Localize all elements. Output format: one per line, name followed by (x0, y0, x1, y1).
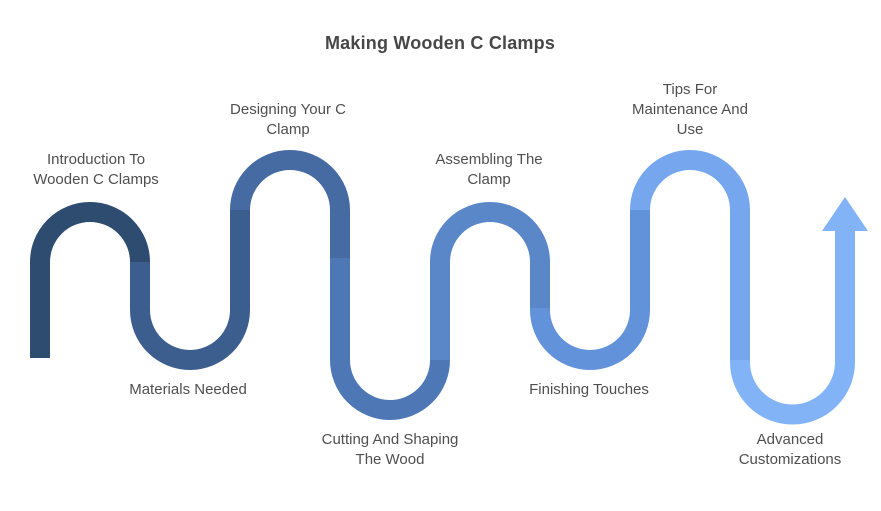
step-label-finishing: Finishing Touches (529, 381, 649, 398)
flow-segment-4 (330, 258, 450, 420)
arrow-up-icon (822, 197, 868, 231)
flow-segment-3 (230, 150, 350, 258)
diagram-title: Making Wooden C Clamps (324, 33, 556, 53)
step-label-cutting: Cutting And Shaping The Wood (321, 431, 459, 468)
flow-segment-8 (730, 230, 855, 425)
step-label-designing: Designing Your C Clamp (230, 101, 346, 138)
flow-segment-1 (30, 202, 150, 358)
step-label-introduction: Introduction To Wooden C Clamps (33, 151, 159, 188)
step-label-assembling: Assembling The Clamp (435, 151, 543, 188)
step-label-tips: Tips For Maintenance And Use (632, 81, 748, 138)
flow-segment-5 (430, 202, 550, 360)
flow-segment-7 (630, 150, 750, 360)
step-label-materials: Materials Needed (129, 381, 247, 398)
flow-segment-2 (130, 210, 250, 370)
flow-segment-6 (530, 210, 650, 370)
step-label-advanced: Advanced Customizations (738, 431, 842, 468)
